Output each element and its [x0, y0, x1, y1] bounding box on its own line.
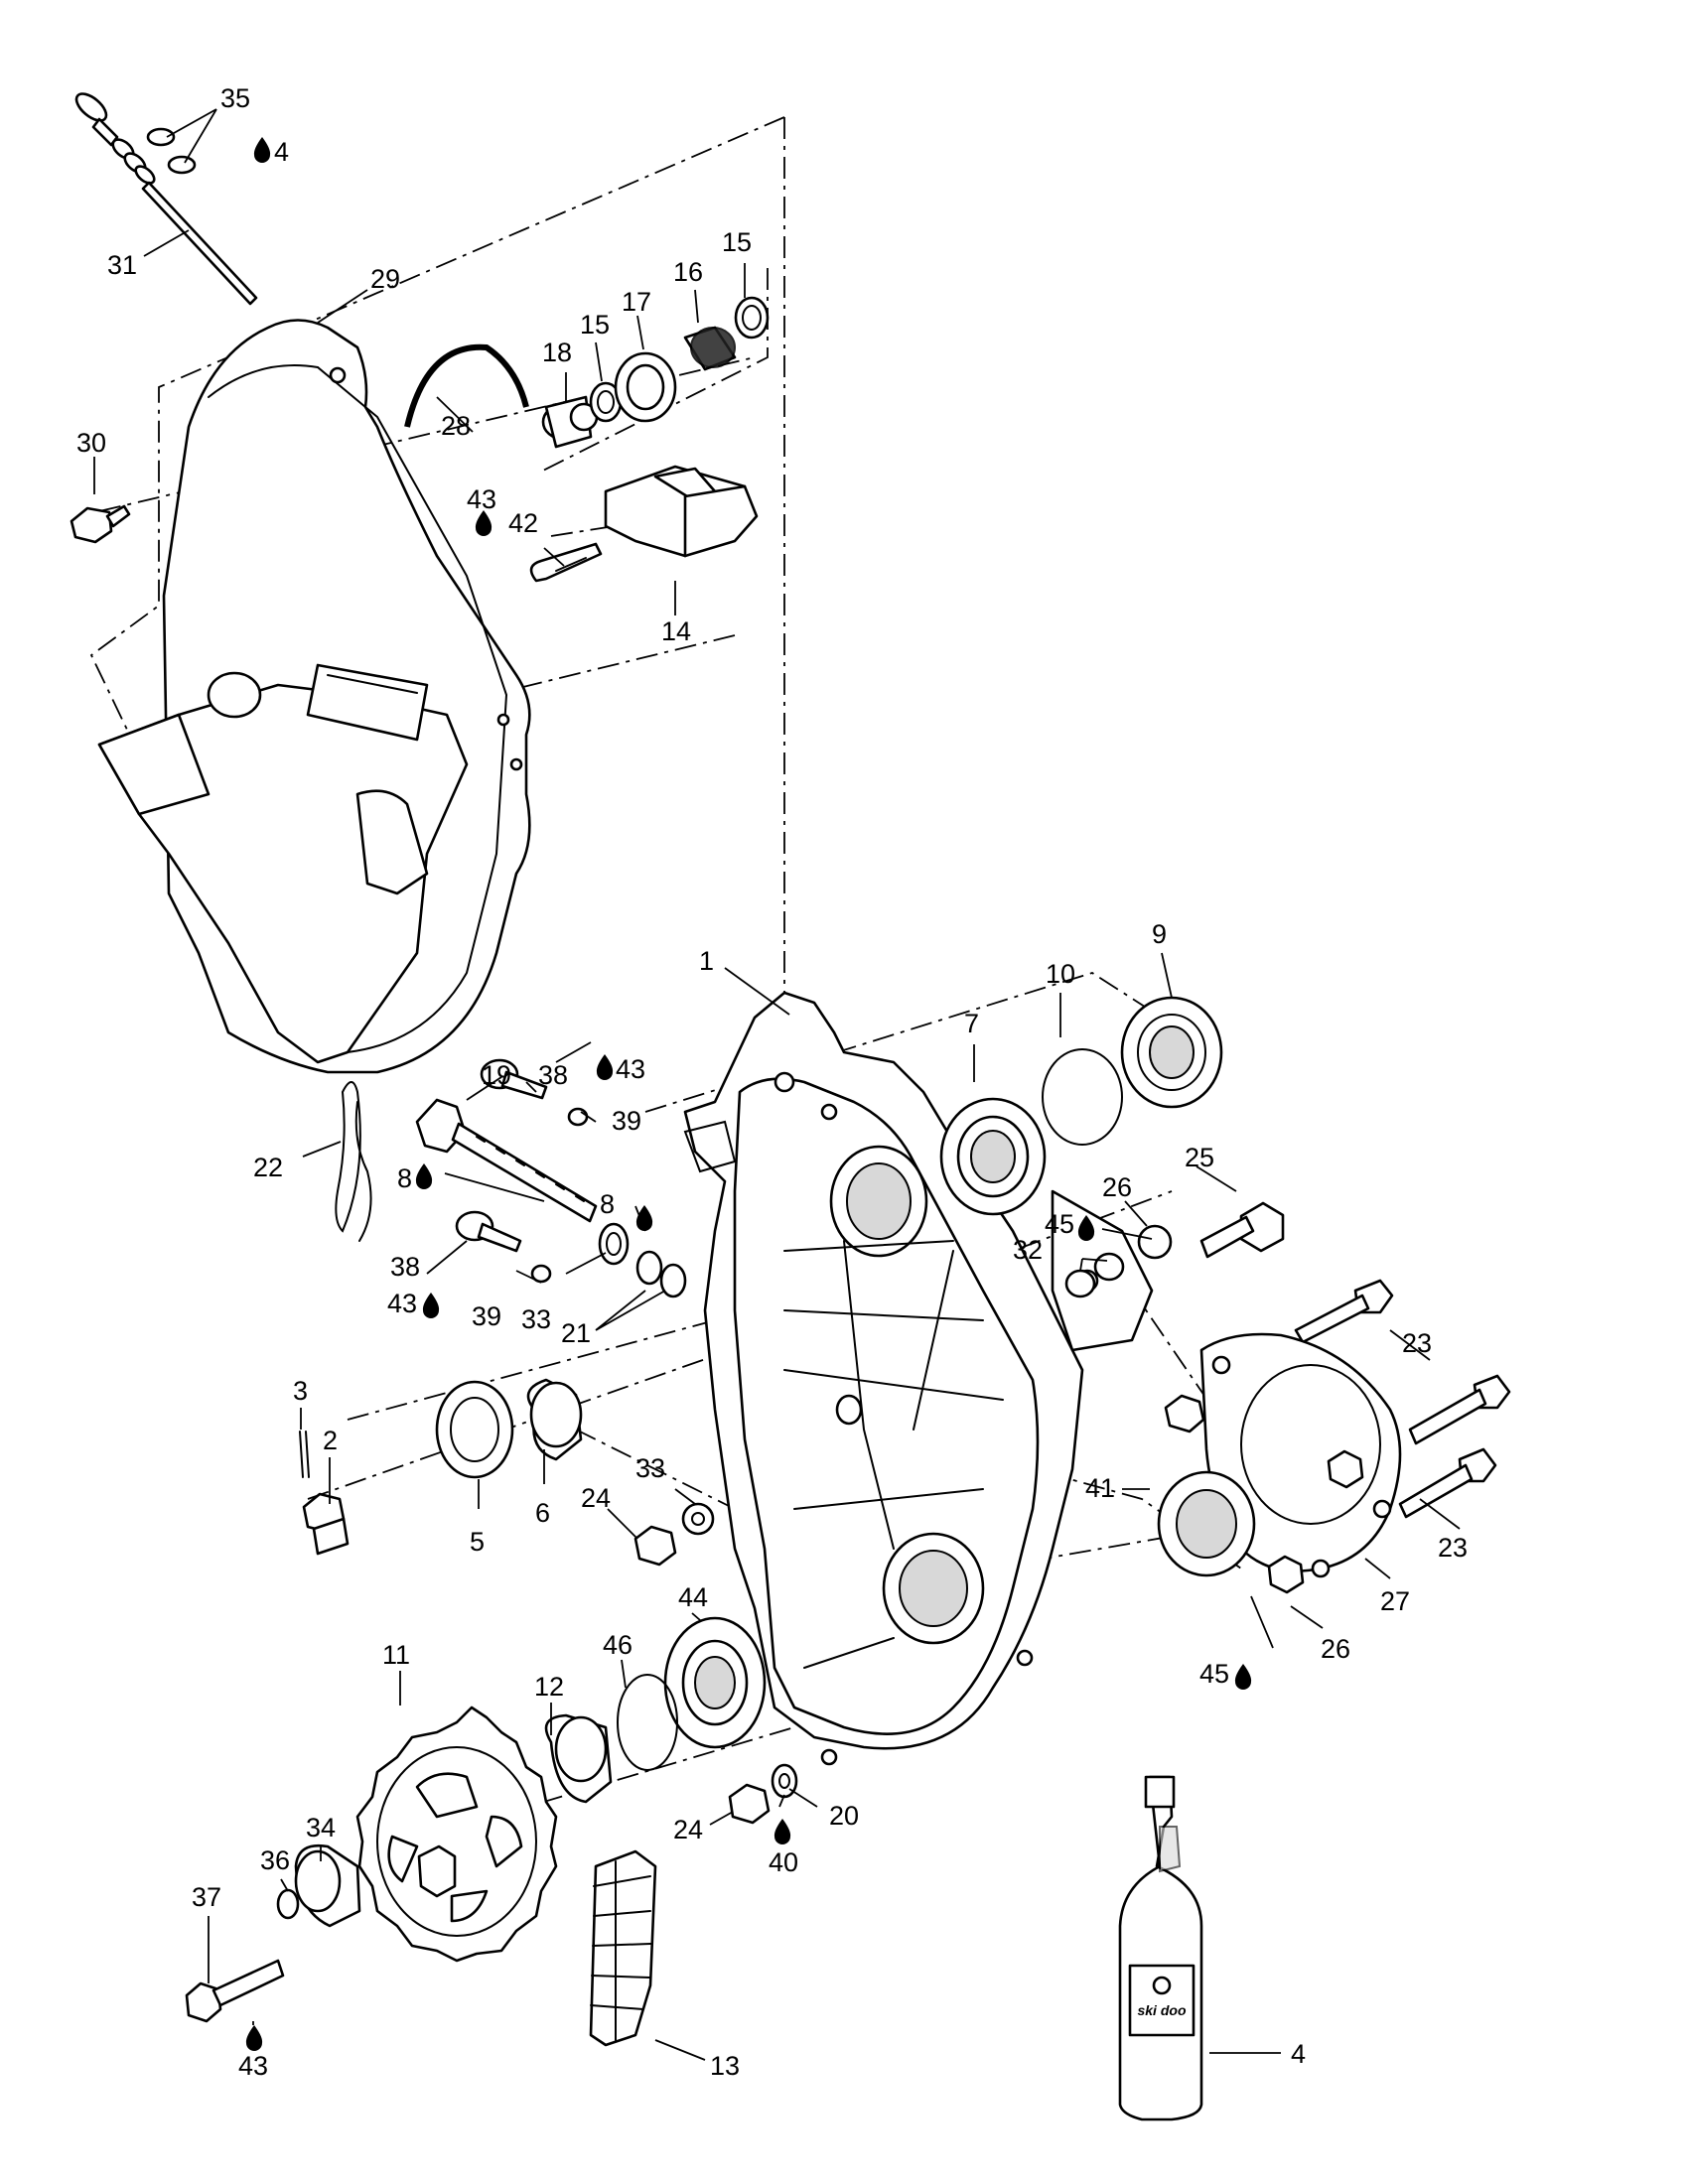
callout-33b: 33 [635, 1453, 665, 1483]
callout-12: 12 [534, 1672, 564, 1702]
bottle-label-text: ski doo [1137, 2002, 1186, 2018]
chaincase-cover [97, 319, 531, 1074]
callout-10: 10 [1046, 959, 1075, 989]
callout-44: 44 [678, 1582, 708, 1612]
callout-29: 29 [370, 264, 400, 294]
callout-28: 28 [441, 411, 471, 441]
callout-46: 46 [603, 1630, 633, 1660]
callout-27: 27 [1380, 1586, 1410, 1616]
bearing-plate [1157, 1332, 1402, 1594]
bolts-23 [1294, 1279, 1511, 1519]
callout-1: 1 [699, 946, 714, 976]
callout-16: 16 [673, 257, 703, 287]
oil-drop-icon [422, 1293, 440, 1318]
callout-45b: 45 [1199, 1659, 1229, 1689]
upper-sprocket-assembly [299, 1378, 583, 1556]
callout-39b: 39 [472, 1301, 501, 1331]
callout-26a: 26 [1102, 1172, 1132, 1202]
oil-bottle: ski doo [1118, 1775, 1203, 2121]
callout-38b: 38 [390, 1252, 420, 1282]
callout-23b: 23 [1438, 1533, 1468, 1563]
callout-30: 30 [76, 428, 106, 458]
callout-43a: 43 [467, 484, 496, 514]
oil-drop-icon [1077, 1215, 1095, 1241]
lower-shaft-bearings [544, 1616, 798, 1825]
callout-8b: 8 [600, 1189, 615, 1219]
callout-5: 5 [470, 1527, 485, 1557]
callout-31: 31 [107, 250, 137, 280]
r-clip [335, 1081, 372, 1242]
callout-43b: 43 [616, 1054, 645, 1084]
callout-24b: 24 [673, 1815, 703, 1844]
callout-15b: 15 [580, 310, 610, 340]
callout-4a: 4 [274, 137, 289, 167]
callout-25: 25 [1185, 1143, 1214, 1172]
callout-45a: 45 [1045, 1209, 1074, 1239]
callout-11: 11 [382, 1640, 410, 1670]
upper-bearing-stack [541, 296, 770, 449]
callout-14: 14 [661, 616, 691, 646]
callout-21: 21 [561, 1318, 591, 1348]
oil-drop-icon [253, 137, 271, 163]
callout-9: 9 [1152, 919, 1167, 949]
oil-drop-icon [1234, 1664, 1252, 1690]
oil-drop-icon [774, 1819, 791, 1844]
callout-39a: 39 [612, 1106, 641, 1136]
callout-8a: 8 [397, 1163, 412, 1193]
callouts: 35 4 31 29 15 16 17 15 18 28 30 43 42 14… [76, 83, 1468, 2081]
callout-2: 2 [323, 1426, 338, 1455]
callout-34: 34 [306, 1813, 336, 1843]
drive-chain [589, 1849, 657, 2047]
callout-32: 32 [1013, 1235, 1043, 1265]
callout-20: 20 [829, 1801, 859, 1831]
chaincase-housing [683, 991, 1154, 1766]
callout-3: 3 [293, 1376, 308, 1406]
callout-7: 7 [964, 1009, 979, 1038]
oil-drop-icon [635, 1205, 653, 1231]
callout-23a: 23 [1402, 1328, 1432, 1358]
seal-strip [404, 343, 529, 428]
oil-drop-icon [596, 1054, 614, 1080]
callout-24a: 24 [581, 1483, 611, 1513]
tensioner-bracket [529, 465, 759, 583]
callout-41: 41 [1085, 1473, 1115, 1503]
oil-drop-icon [475, 510, 492, 536]
callout-43d: 43 [238, 2051, 268, 2081]
tensioner-adjuster [415, 1058, 687, 1298]
lower-sprocket-assembly [185, 1706, 558, 2023]
callout-18: 18 [542, 338, 572, 367]
callout-38a: 38 [538, 1060, 568, 1090]
callout-4b: 4 [1291, 2039, 1306, 2069]
bolt-30 [70, 504, 131, 544]
callout-35: 35 [220, 83, 250, 113]
callout-19: 19 [482, 1060, 511, 1090]
leader-lines [93, 108, 1461, 2061]
callout-26b: 26 [1321, 1634, 1350, 1664]
oil-drop-icon [415, 1163, 433, 1189]
callout-17: 17 [622, 287, 651, 317]
callout-15a: 15 [722, 227, 752, 257]
o-ring-lower [167, 155, 197, 175]
callout-13: 13 [710, 2051, 740, 2081]
callout-33a: 33 [521, 1304, 551, 1334]
callout-22: 22 [253, 1153, 283, 1182]
oil-drop-icon [245, 2025, 263, 2051]
callout-37: 37 [192, 1882, 221, 1912]
callout-6: 6 [535, 1498, 550, 1528]
callout-40: 40 [769, 1847, 798, 1877]
mid-fasteners [633, 1502, 715, 1567]
dipstick-assembly [74, 92, 258, 306]
upper-shaft-bearings [939, 996, 1223, 1216]
callout-42: 42 [508, 508, 538, 538]
o-ring-upper [146, 127, 176, 147]
callout-36: 36 [260, 1845, 290, 1875]
callout-43c: 43 [387, 1289, 417, 1318]
